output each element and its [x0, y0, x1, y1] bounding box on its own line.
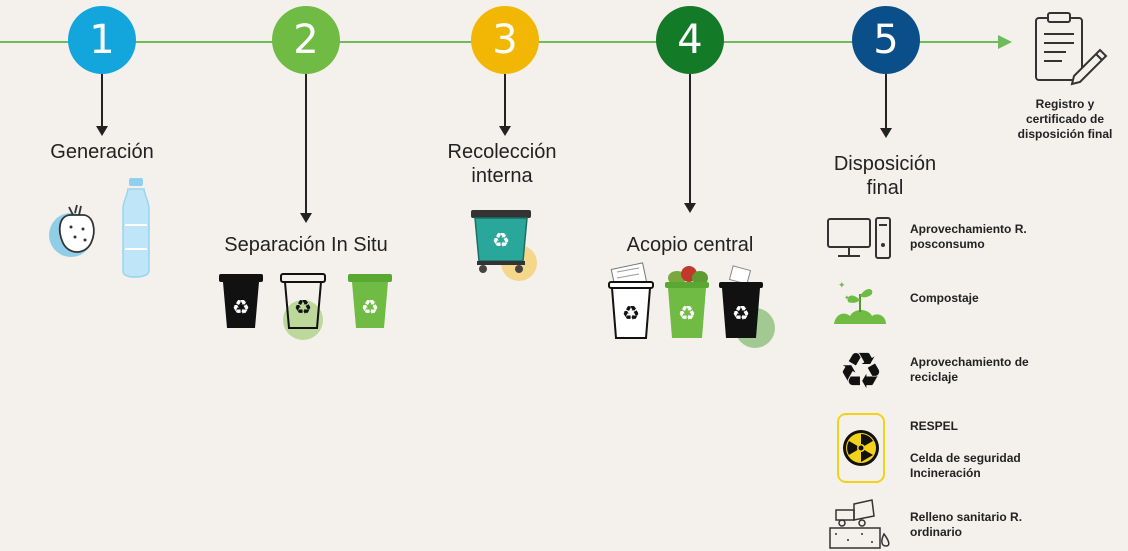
svg-text:✦: ✦ [838, 281, 846, 291]
central-storage-bins-icon: ♻ ♻ ♻ [605, 262, 780, 352]
option-compostaje-label: Compostaje [910, 291, 979, 305]
option-relleno-label: Relleno sanitario R. ordinario [910, 510, 1023, 539]
connector-2-head [300, 213, 312, 223]
step-5-circle: 5 [852, 6, 920, 74]
connector-5 [885, 74, 887, 128]
bottle-and-fruit-icon [45, 175, 165, 280]
collection-container-icon: ♻ [465, 205, 545, 285]
connector-4-head [684, 203, 696, 213]
connector-4 [689, 74, 691, 204]
connector-3-head [499, 126, 511, 136]
recycle-icon: ♻ [834, 344, 888, 394]
step-4-circle: 4 [656, 6, 724, 74]
option-respel-sublabel: Celda de seguridad Incineración [910, 451, 1021, 480]
option-posconsumo-label: Aprovechamiento R. posconsumo [910, 222, 1027, 251]
svg-text:♻: ♻ [361, 295, 379, 319]
compost-plant-icon: ✦ ✦ [830, 276, 890, 328]
radiation-icon [836, 412, 886, 484]
timeline-arrowhead [998, 35, 1012, 49]
step-5-title: Disposición final [833, 153, 937, 199]
connector-5-head [880, 128, 892, 138]
step-2-circle: 2 [272, 6, 340, 74]
separation-bins-icon: ♻ ♻ ♻ [215, 270, 400, 345]
svg-text:♻: ♻ [839, 344, 884, 394]
svg-text:♻: ♻ [232, 295, 250, 319]
clipboard-pen-icon [1030, 10, 1110, 86]
computer-icon [826, 215, 894, 261]
landfill-truck-icon [828, 498, 892, 550]
svg-text:♻: ♻ [732, 301, 750, 325]
svg-text:✦: ✦ [844, 294, 850, 302]
step-2-title: Separación In Situ [224, 234, 388, 256]
connector-1 [101, 74, 103, 126]
svg-text:♻: ♻ [678, 301, 696, 325]
svg-text:♻: ♻ [294, 295, 312, 319]
step-3-circle: 3 [471, 6, 539, 74]
step-3-title: Recolección interna [447, 141, 557, 187]
option-respel-label: RESPEL [910, 419, 959, 433]
step-1-circle: 1 [68, 6, 136, 74]
connector-3 [504, 74, 506, 126]
certificate-label: Registro y certificado de disposición fi… [1017, 97, 1113, 141]
step-1-title: Generación [50, 141, 154, 163]
step-4-title: Acopio central [626, 234, 754, 256]
svg-text:♻: ♻ [492, 228, 510, 252]
connector-2 [305, 74, 307, 214]
svg-text:♻: ♻ [622, 301, 640, 325]
option-reciclaje-label: Aprovechamiento de reciclaje [910, 355, 1029, 384]
connector-1-head [96, 126, 108, 136]
